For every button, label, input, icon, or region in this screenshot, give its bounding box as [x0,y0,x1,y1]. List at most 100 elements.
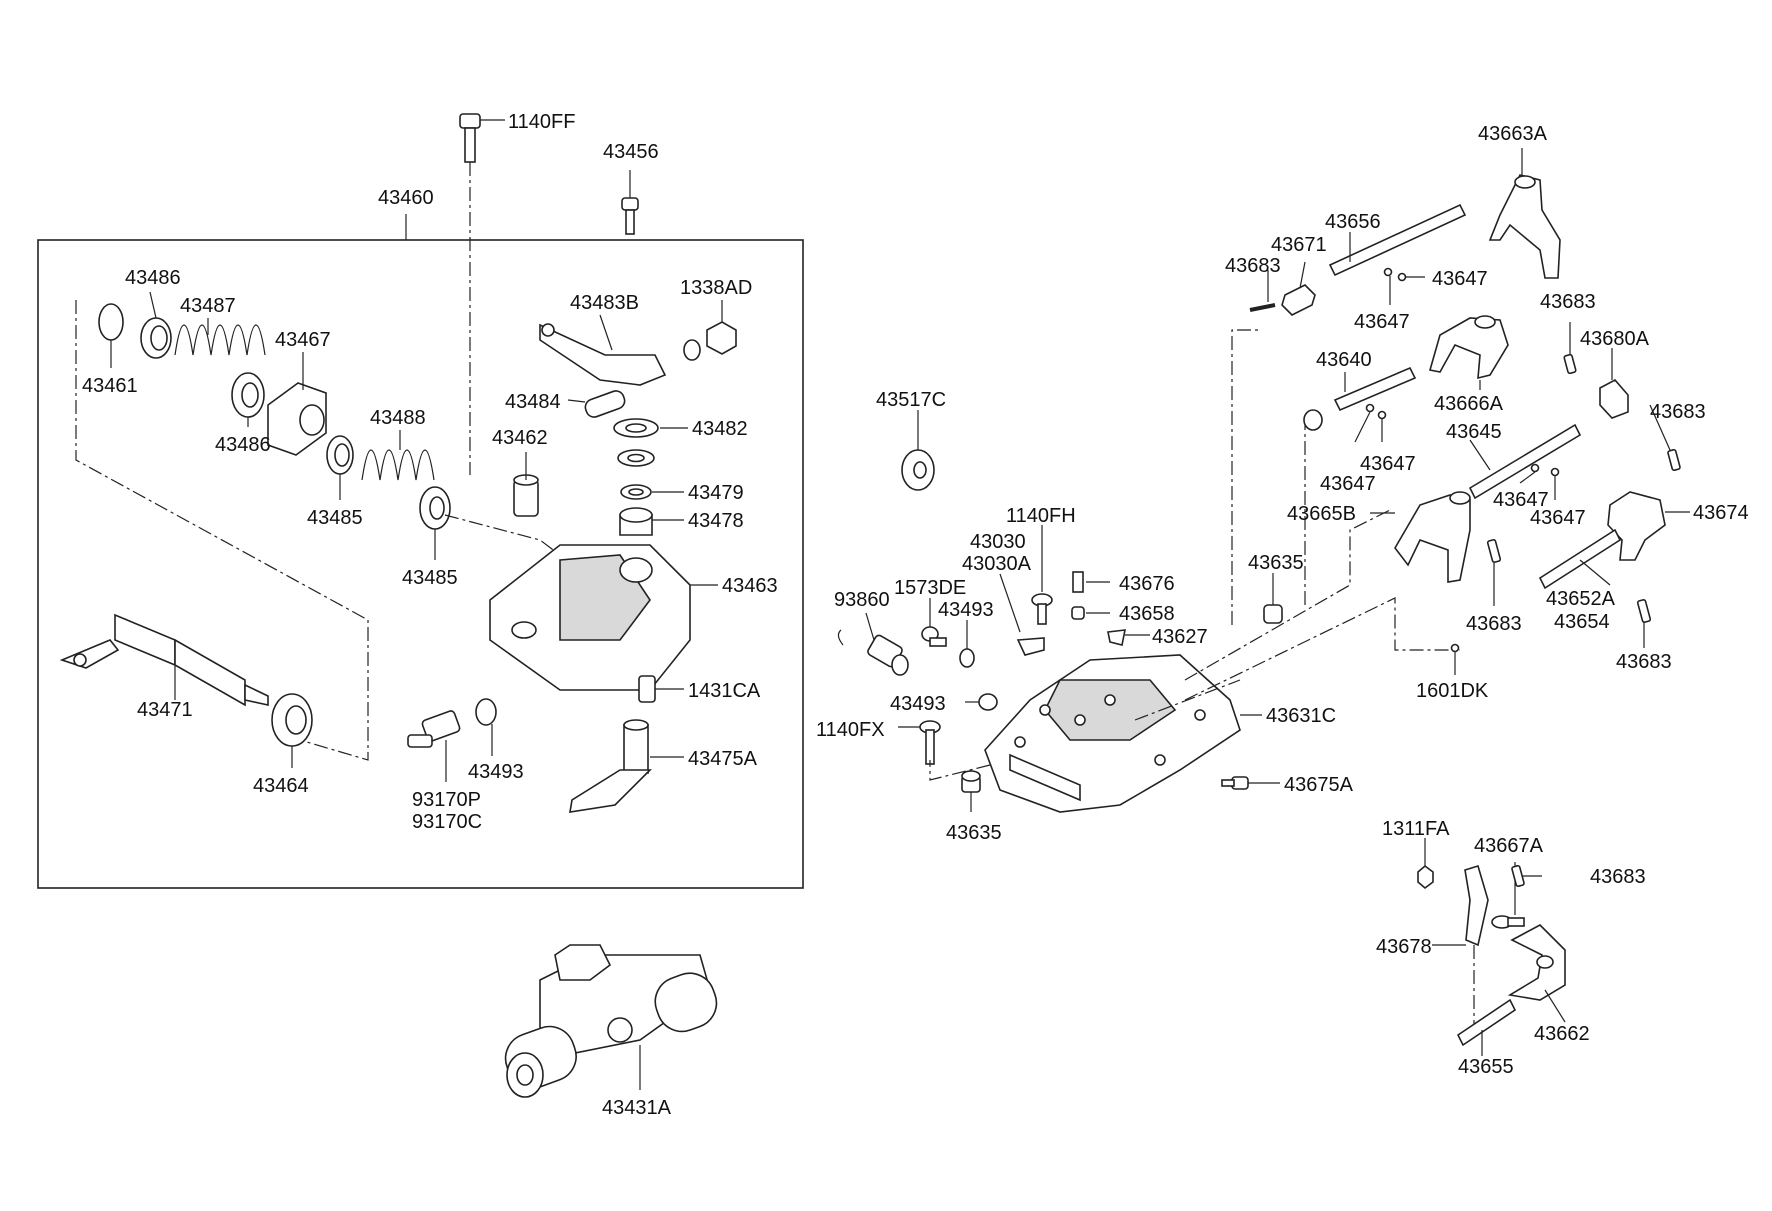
part-label: 43464 [253,775,309,797]
part-label: 43493 [938,599,994,621]
washer-43493-c [965,693,998,711]
part-label: 43663A [1478,123,1548,145]
ball-43647-a [1383,267,1393,305]
part-label: 43683 [1540,291,1596,313]
part-label: 43675A [1284,774,1354,796]
part-label: 43486 [125,267,181,289]
assembly-frame [37,239,804,889]
part-label: 43456 [603,141,659,163]
rod-43645 [1468,423,1582,500]
part-label: 93170C [412,811,482,833]
bushing-43635-a [961,770,981,812]
part-label: 43462 [492,427,548,449]
part-label: 43640 [1316,349,1372,371]
block-43674 [1607,491,1690,561]
part-label: 43678 [1376,936,1432,958]
part-label: 43647 [1493,489,1549,511]
part-label: 43627 [1152,626,1208,648]
block-43671 [1281,261,1316,316]
nut-1311fa [1417,838,1434,890]
part-label: 43488 [370,407,426,429]
lever-43678 [1432,864,1489,1030]
fork-43662 [1507,924,1566,1023]
pin-43484 [567,390,626,418]
lever-43483b [539,314,667,386]
clip-43627 [1107,629,1150,646]
ball-43647-e [1519,463,1540,484]
switch-93170p [407,698,497,782]
part-label: 43471 [137,699,193,721]
part-label: 43683 [1225,255,1281,277]
part-label: 43483B [570,292,639,314]
washer-43486-top [140,291,172,359]
part-label: 1140FH [1006,505,1076,527]
bushing-43635-b [1263,573,1283,624]
rod-43656 [1328,203,1467,277]
part-label: 43487 [180,295,236,317]
spring-43676 [1072,571,1110,593]
part-label: 43647 [1432,268,1488,290]
part-label: 93170P [412,789,481,811]
part-label: 43484 [505,391,561,413]
ring-43461 [98,303,124,368]
part-label: 43486 [215,434,271,456]
bolt-43675a [1221,776,1280,790]
bolt-43667a [1491,862,1525,929]
part-label: 43635 [1248,552,1304,574]
part-label: 1573DE [894,577,966,599]
part-label: 43493 [468,761,524,783]
part-label: 43467 [275,329,331,351]
block-43680a [1599,348,1629,419]
bracket-43030 [999,573,1045,656]
part-label: 1338AD [680,277,752,299]
ring-43517c [901,410,935,491]
pin-43683-f [1511,864,1542,888]
part-label: 43656 [1325,211,1381,233]
part-label: 43666A [1434,393,1504,415]
part-label: 43485 [307,507,363,529]
pin-43683-c [1649,404,1681,472]
part-label: 1431CA [688,680,761,702]
bushing-43479 [620,484,684,500]
part-label: 43665B [1287,503,1356,525]
part-label: 43662 [1534,1023,1590,1045]
part-label: 1601DK [1416,680,1489,702]
part-label: 43517C [876,389,946,411]
part-label: 43482 [692,418,748,440]
bolt-1140fx [898,720,941,765]
part-label: 43683 [1650,401,1706,423]
part-label: 43431A [602,1097,672,1119]
cylinder-43431a [504,944,718,1098]
pin-43683-d [1486,538,1502,606]
bolt-1573de [921,598,947,647]
part-label: 43683 [1466,613,1522,635]
washer-43493-b [959,620,975,668]
bolt-43456 [621,170,639,235]
part-label: 43680A [1580,328,1650,350]
part-label: 43478 [688,510,744,532]
part-label: 43635 [946,822,1002,844]
pin-1431ca [638,675,684,703]
part-label: 1140FF [508,111,575,133]
part-label: 43493 [890,693,946,715]
shaft-43471 [59,613,269,707]
ball-43647-d [1377,410,1387,442]
rod-43652a [1538,528,1622,590]
seal-43464 [271,693,313,768]
part-label: 1140FX [816,719,885,741]
part-label: 43655 [1458,1056,1514,1078]
washer-43482 [613,418,688,467]
plunger-43462 [513,452,539,517]
part-label: 43631C [1266,705,1336,727]
ball-43658 [1071,606,1110,620]
part-label: 43647 [1320,473,1376,495]
rod-43640 [1303,366,1417,431]
part-label: 43030 [970,531,1026,553]
seal-43478 [619,507,684,536]
washer-43486-lower [231,372,265,427]
part-label: 43654 [1554,611,1610,633]
cover-43463 [489,544,718,691]
part-label: 43485 [402,567,458,589]
fork-43663a [1488,148,1561,279]
